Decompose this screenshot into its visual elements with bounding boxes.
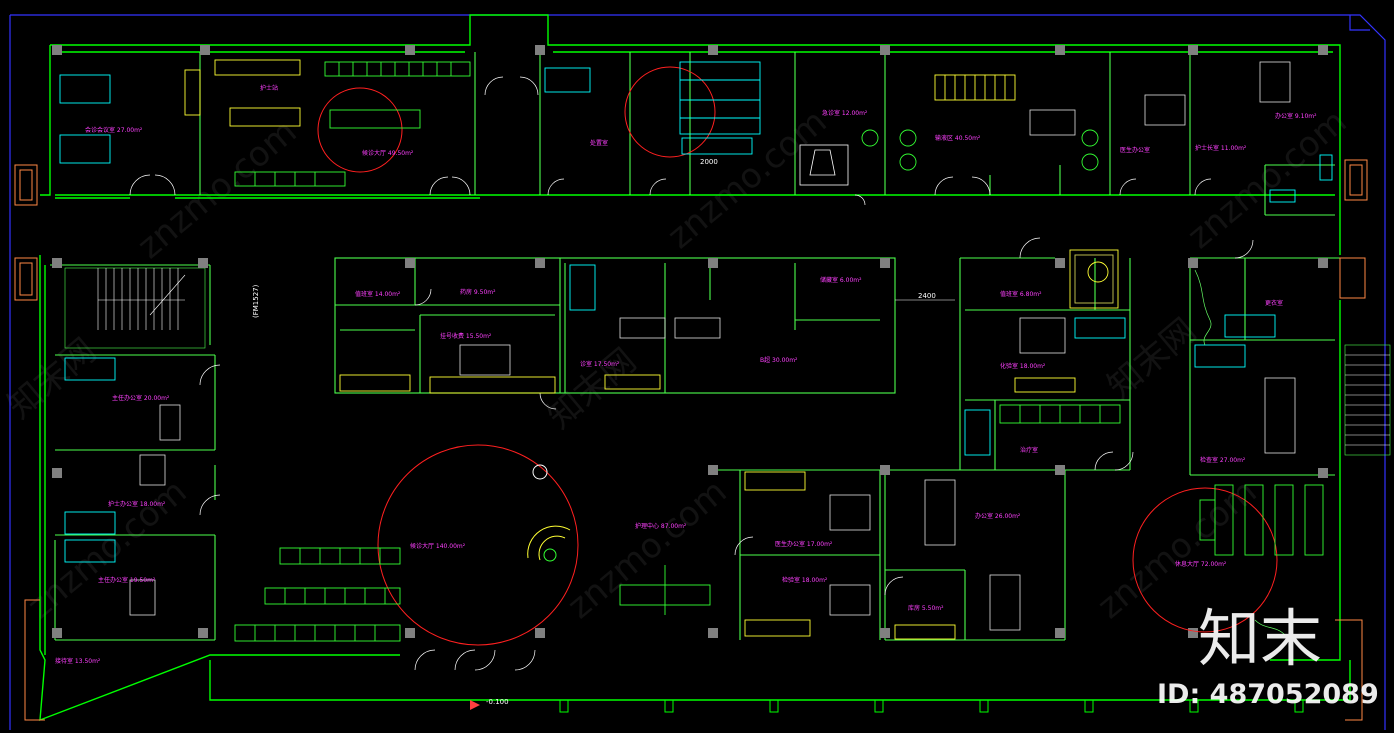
room-label: 诊室 17.50m² — [580, 360, 620, 368]
exterior-walls — [39, 14, 1351, 722]
room-label: 更衣室 — [1265, 299, 1283, 307]
room-label: 医生办公室 — [1120, 146, 1150, 154]
room-label: 主任办公室 19.50m² — [98, 576, 156, 584]
annotations: (FM1527) 2000 2400 -0.100 — [252, 158, 955, 710]
level-mark: -0.100 — [486, 698, 509, 706]
room-label: 护理中心 87.00m² — [635, 522, 687, 530]
planter — [1194, 269, 1286, 636]
room-label: 护士办公室 18.00m² — [108, 500, 166, 508]
room-label: 接待室 13.50m² — [55, 657, 101, 665]
room-label: 输液区 40.50m² — [935, 134, 981, 142]
furniture-cyan — [59, 61, 1333, 563]
furniture-seating — [234, 61, 1324, 642]
room-label: 检验室 18.00m² — [782, 576, 828, 584]
room-label: 库房 5.50m² — [908, 604, 944, 612]
stair-left — [64, 267, 206, 349]
room-label: 储藏室 6.00m² — [820, 276, 862, 284]
room-label: 值班室 14.00m² — [355, 290, 401, 298]
reception-curved-desk — [527, 464, 571, 562]
room-label: 护士站 — [260, 84, 278, 92]
room-labels: 会诊会议室 27.00m² 候诊大厅 49.50m² 处置室 护士站 急诊室 1… — [55, 84, 1317, 665]
dimension-text: 2400 — [918, 292, 936, 300]
brand-watermark: 知末 ID: 487052089 — [1157, 602, 1379, 710]
room-label: 办公室 9.10m² — [1275, 112, 1317, 120]
room-label: 候诊大厅 49.50m² — [362, 149, 414, 157]
circular-areas — [317, 66, 1278, 646]
room-label: 处置室 — [590, 139, 608, 147]
room-label: 会诊会议室 27.00m² — [85, 126, 143, 134]
room-label: 护士长室 11.00m² — [1195, 144, 1247, 152]
door-swings — [129, 76, 1254, 671]
room-label: 急诊室 12.00m² — [822, 109, 868, 117]
room-label: 值班室 6.80m² — [1000, 290, 1042, 298]
room-label: 办公室 26.00m² — [975, 512, 1021, 520]
structural-columns — [52, 45, 1328, 638]
dental-chair — [799, 144, 849, 186]
dimension-text: 2000 — [700, 158, 718, 166]
room-label: 化验室 18.00m² — [1000, 362, 1046, 370]
facade-piers — [559, 699, 1304, 713]
furniture-workstations — [129, 61, 1296, 631]
room-label: 休息大厅 72.00m² — [1175, 560, 1227, 568]
room-label: 挂号收费 15.50m² — [440, 332, 492, 340]
room-label: 候诊大厅 140.00m² — [410, 542, 466, 550]
room-label: 治疗室 — [1020, 446, 1038, 454]
furniture-desks — [184, 59, 1119, 640]
stair-right — [1344, 344, 1391, 456]
room-label: 检查室 27.00m² — [1200, 456, 1246, 464]
window-bays — [14, 159, 1368, 721]
watermark-id-text: ID: 487052089 — [1157, 679, 1379, 710]
partition-walls — [50, 52, 1340, 641]
room-label: B超 30.00m² — [760, 356, 798, 364]
room-label: 主任办公室 20.00m² — [112, 394, 170, 402]
room-label: 医生办公室 17.00m² — [775, 540, 833, 548]
room-label: 药房 9.50m² — [460, 288, 496, 296]
stair-door-tag: (FM1527) — [252, 284, 260, 318]
brand-logo-text: 知末 — [1198, 602, 1322, 675]
